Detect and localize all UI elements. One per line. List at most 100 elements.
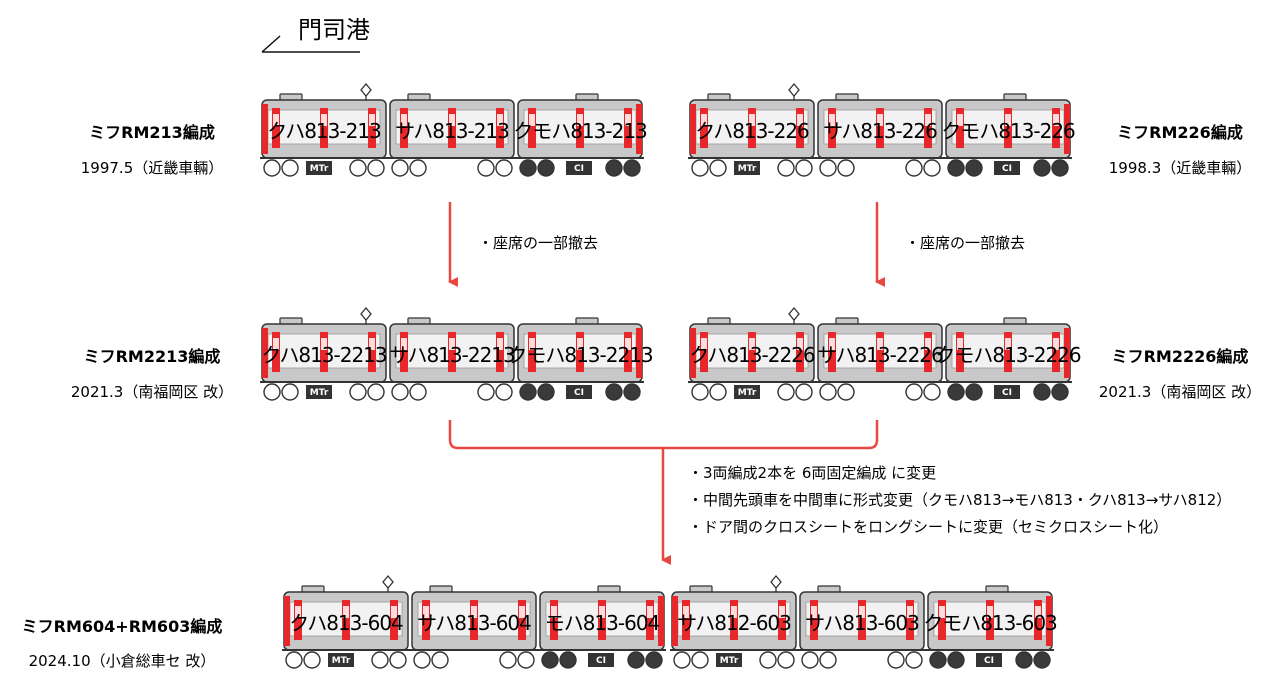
door-stripe xyxy=(342,600,350,640)
door-stripe xyxy=(1004,332,1012,372)
wheel xyxy=(777,383,795,401)
wheel xyxy=(1015,651,1033,669)
direction-label: 門司港 xyxy=(298,16,370,44)
car-number: サハ813-2226 xyxy=(817,343,943,367)
formation-name-rm226: ミフRM226編成 xyxy=(1117,123,1243,142)
door-stripe xyxy=(796,332,804,372)
pantograph-icon xyxy=(382,574,394,590)
wheel xyxy=(281,159,299,177)
equipment-badge-label: CI xyxy=(574,164,584,174)
door-stripe xyxy=(272,108,280,148)
wheel xyxy=(349,159,367,177)
door-stripe xyxy=(624,332,632,372)
equipment-badge-label: CI xyxy=(1002,388,1012,398)
wheel xyxy=(281,383,299,401)
car-number: モハ813-604 xyxy=(545,611,660,635)
wheel xyxy=(923,159,941,177)
pantograph-icon xyxy=(360,306,372,322)
equipment-badge xyxy=(566,385,592,399)
door-stripe xyxy=(598,600,606,640)
car-number: サハ813-226 xyxy=(823,119,937,143)
equipment-badge-label: CI xyxy=(1002,164,1012,174)
car-number: クハ813-2213 xyxy=(261,343,387,367)
wheel xyxy=(409,383,427,401)
cab-end xyxy=(1064,104,1070,154)
wheel xyxy=(605,159,623,177)
formation-name-rm213: ミフRM213編成 xyxy=(89,123,215,142)
door-stripe xyxy=(528,108,536,148)
door-stripe xyxy=(624,108,632,148)
car-number: サハ813-213 xyxy=(395,119,509,143)
door-stripe xyxy=(924,108,932,148)
wheel xyxy=(691,383,709,401)
door-stripe xyxy=(528,332,536,372)
door-stripe xyxy=(470,600,478,640)
door-stripe xyxy=(938,600,946,640)
wheel xyxy=(413,651,431,669)
formation-sub-rm2213: 2021.3（南福岡区 改） xyxy=(71,383,233,401)
car-number: クハ813-226 xyxy=(695,119,809,143)
door-stripe xyxy=(294,600,302,640)
door-stripe xyxy=(828,332,836,372)
formation-name-rm2213: ミフRM2213編成 xyxy=(84,347,221,366)
car-number: クモハ813-2213 xyxy=(507,343,653,367)
equipment-badge-label: MTr xyxy=(310,388,329,398)
wheel xyxy=(431,651,449,669)
door-stripe xyxy=(550,600,558,640)
wheel xyxy=(367,383,385,401)
cab-end xyxy=(1046,596,1052,646)
door-stripe xyxy=(810,600,818,640)
formation-name-rm2226: ミフRM2226編成 xyxy=(1112,347,1249,366)
equipment-badge xyxy=(734,385,760,399)
cab-end xyxy=(658,596,664,646)
equipment-badge-label: MTr xyxy=(738,164,757,174)
car-1: サハ813-213 xyxy=(388,93,516,177)
wheel xyxy=(837,383,855,401)
door-stripe xyxy=(924,332,932,372)
door-stripe xyxy=(576,332,584,372)
car-number: クモハ813-213 xyxy=(513,119,647,143)
wheel xyxy=(367,159,385,177)
wheel xyxy=(777,159,795,177)
formation-name-rm604-603: ミフRM604+RM603編成 xyxy=(22,617,223,636)
car-number: サハ813-2213 xyxy=(389,343,515,367)
door-stripe xyxy=(390,600,398,640)
wheel xyxy=(477,159,495,177)
wheel xyxy=(1033,651,1051,669)
wheel xyxy=(905,383,923,401)
cab-end xyxy=(690,104,696,154)
car-4: サハ813-603 xyxy=(798,585,926,669)
wheel xyxy=(795,383,813,401)
wheel xyxy=(819,651,837,669)
cab-end xyxy=(284,596,290,646)
wheel xyxy=(517,651,535,669)
door-stripe xyxy=(368,108,376,148)
door-stripe xyxy=(682,600,690,640)
wheel xyxy=(263,383,281,401)
note-type-change: ・中間先頭車を中間車に形式変更（クモハ813→モハ813・クハ813→サハ812… xyxy=(688,491,1231,509)
cab-end xyxy=(262,328,268,378)
wheel xyxy=(709,383,727,401)
note-6car-formation: ・3両編成2本を 6両固定編成 に変更 xyxy=(688,464,936,482)
door-stripe xyxy=(646,600,654,640)
wheel xyxy=(1033,383,1051,401)
equipment-badge-label: MTr xyxy=(332,656,351,666)
wheel xyxy=(673,651,691,669)
door-stripe xyxy=(876,108,884,148)
door-stripe xyxy=(368,332,376,372)
car-number: クモハ813-226 xyxy=(941,119,1075,143)
note-seat-removal-right: ・座席の一部撤去 xyxy=(905,234,1025,252)
wheel xyxy=(1051,383,1069,401)
door-stripe xyxy=(956,108,964,148)
door-stripe xyxy=(400,332,408,372)
